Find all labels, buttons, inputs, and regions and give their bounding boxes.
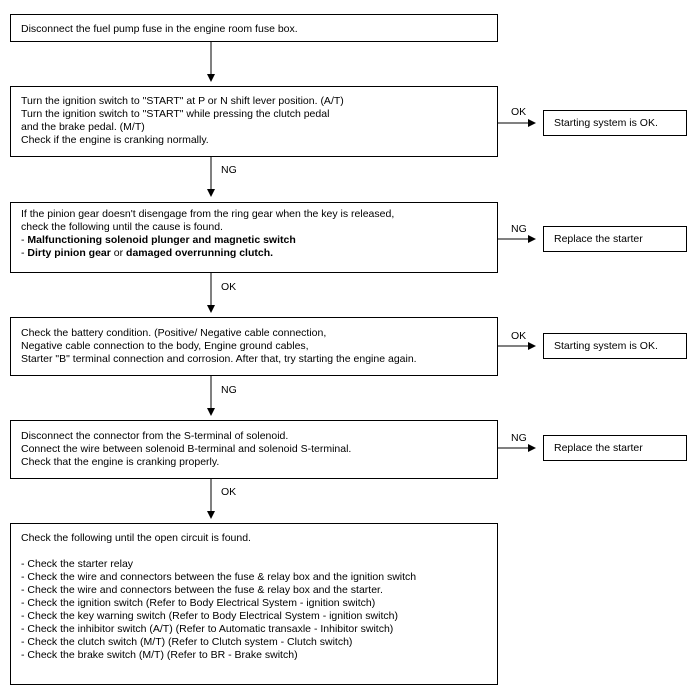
step-4-box: Check the battery condition. (Positive/ … xyxy=(10,317,498,376)
result-2-text: Replace the starter xyxy=(554,232,643,245)
step-1-text: Disconnect the fuel pump fuse in the eng… xyxy=(21,23,298,35)
label-side-3: OK xyxy=(511,330,527,342)
step-4-line-1: Check the battery condition. (Positive/ … xyxy=(21,327,327,339)
step-6-item-5: - Check the key warning switch (Refer to… xyxy=(21,610,398,622)
step-5-line-1: Disconnect the connector from the S-term… xyxy=(21,430,289,442)
step-6-box: Check the following until the open circu… xyxy=(10,523,498,685)
result-box-3: Starting system is OK. xyxy=(543,333,687,359)
step-5-line-2: Connect the wire between solenoid B-term… xyxy=(21,443,352,455)
step-2-line-2: Turn the ignition switch to "START" whil… xyxy=(21,108,330,120)
step-6-item-7: - Check the clutch switch (M/T) (Refer t… xyxy=(21,636,353,648)
result-1-text: Starting system is OK. xyxy=(554,116,658,129)
step-3-line-1: If the pinion gear doesn't disengage fro… xyxy=(21,208,395,220)
step-6-intro: Check the following until the open circu… xyxy=(21,532,251,544)
step-3-bullet-1: - Malfunctioning solenoid plunger and ma… xyxy=(21,234,296,246)
step-6-item-2: - Check the wire and connectors between … xyxy=(21,571,417,583)
label-side-2: NG xyxy=(511,223,527,235)
step-3-line-2: check the following until the cause is f… xyxy=(21,221,223,233)
step-6-item-1: - Check the starter relay xyxy=(21,558,134,570)
step-5-box: Disconnect the connector from the S-term… xyxy=(10,420,498,479)
step-5-line-3: Check that the engine is cranking proper… xyxy=(21,456,220,468)
label-side-1: OK xyxy=(511,106,527,118)
step-6-item-8: - Check the brake switch (M/T) (Refer to… xyxy=(21,649,298,661)
step-1-box: Disconnect the fuel pump fuse in the eng… xyxy=(10,14,498,42)
step-6-spacer xyxy=(21,545,497,558)
step-3-bullet-2: - Dirty pinion gear or damaged overrunni… xyxy=(21,247,274,259)
step-6-item-4: - Check the ignition switch (Refer to Bo… xyxy=(21,597,376,609)
label-down-3: NG xyxy=(221,384,237,396)
result-4-text: Replace the starter xyxy=(554,441,643,454)
result-box-4: Replace the starter xyxy=(543,435,687,461)
label-down-1: NG xyxy=(221,164,237,176)
result-box-1: Starting system is OK. xyxy=(543,110,687,136)
result-box-2: Replace the starter xyxy=(543,226,687,252)
step-6-item-3: - Check the wire and connectors between … xyxy=(21,584,383,596)
step-4-line-2: Negative cable connection to the body, E… xyxy=(21,340,309,352)
label-down-2: OK xyxy=(221,281,237,293)
label-side-4: NG xyxy=(511,432,527,444)
step-2-line-4: Check if the engine is cranking normally… xyxy=(21,134,209,146)
step-3-box: If the pinion gear doesn't disengage fro… xyxy=(10,202,498,273)
step-4-line-3: Starter "B" terminal connection and corr… xyxy=(21,353,417,365)
step-2-box: Turn the ignition switch to "START" at P… xyxy=(10,86,498,157)
step-2-line-3: and the brake pedal. (M/T) xyxy=(21,121,145,133)
label-down-4: OK xyxy=(221,486,237,498)
step-6-item-6: - Check the inhibitor switch (A/T) (Refe… xyxy=(21,623,394,635)
step-2-line-1: Turn the ignition switch to "START" at P… xyxy=(21,95,344,107)
result-3-text: Starting system is OK. xyxy=(554,339,658,352)
